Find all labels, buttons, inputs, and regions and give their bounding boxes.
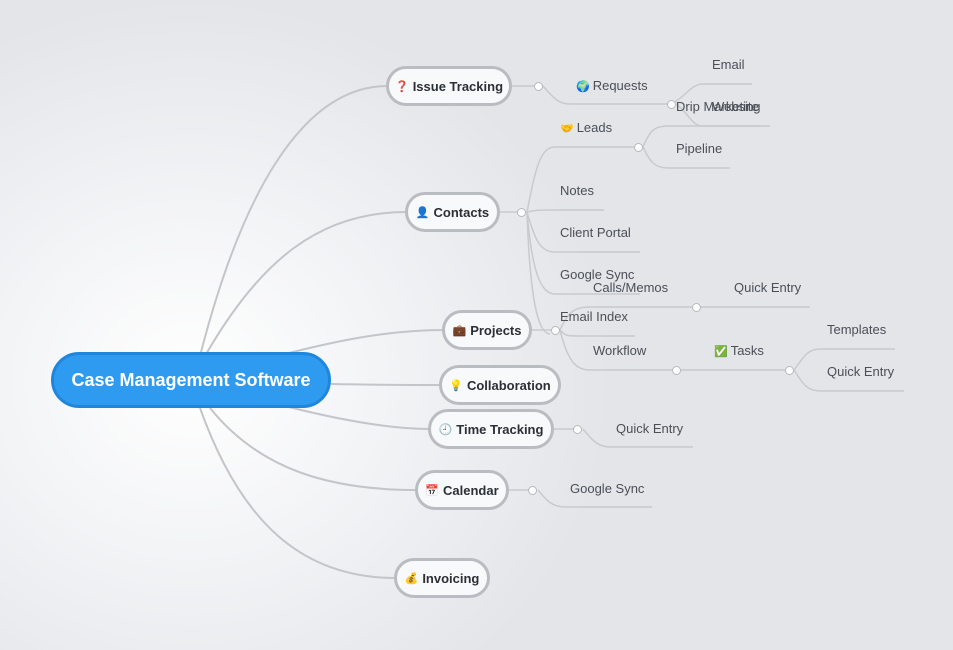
subtopic-google-sync[interactable]: Google Sync [560, 267, 634, 282]
subtopic-label: Templates [827, 322, 887, 337]
subtopic-label: Google Sync [560, 267, 635, 282]
topic-projects[interactable]: 💼 Projects [442, 310, 532, 350]
collapse-knob[interactable] [534, 82, 543, 91]
topic-label: Projects [470, 322, 522, 338]
globe-icon: 🌍 [576, 81, 590, 93]
central-topic-label: Case Management Software [71, 369, 311, 390]
question-icon: ❓ [394, 80, 409, 93]
collapse-knob[interactable] [785, 366, 794, 375]
subtopic-drip-marketing[interactable]: Drip Marketing [676, 99, 761, 114]
subtopic-label: Google Sync [570, 481, 645, 496]
central-topic[interactable]: Case Management Software [51, 352, 331, 408]
calendar-icon: 📅 [425, 484, 440, 497]
topic-issue-tracking[interactable]: ❓ Issue Tracking [386, 66, 512, 106]
topic-label: Time Tracking [456, 421, 544, 437]
check-icon: ✅ [714, 346, 728, 358]
subtopic-website[interactable]: Website [712, 99, 759, 114]
subtopic-google-sync[interactable]: Google Sync [570, 481, 644, 496]
subtopic-pipeline[interactable]: Pipeline [676, 141, 722, 156]
subtopic-label: Website [712, 99, 759, 114]
subtopic-email[interactable]: Email [712, 57, 745, 72]
subtopic-tasks[interactable]: ✅Tasks [714, 343, 764, 358]
money-bag-icon: 💰 [404, 572, 419, 585]
person-icon: 👤 [415, 206, 430, 219]
subtopic-label: Quick Entry [734, 280, 802, 295]
subtopic-label: Drip Marketing [676, 99, 761, 114]
lightbulb-icon: 💡 [449, 379, 463, 392]
subtopic-quick-entry[interactable]: Quick Entry [616, 421, 683, 436]
subtopic-email-index[interactable]: Email Index [560, 309, 628, 324]
subtopic-requests[interactable]: 🌍Requests [576, 78, 648, 93]
collapse-knob[interactable] [528, 486, 537, 495]
collapse-knob[interactable] [634, 143, 643, 152]
subtopic-label: Quick Entry [616, 421, 684, 436]
topic-label: Issue Tracking [412, 78, 504, 94]
collapse-knob[interactable] [573, 425, 582, 434]
subtopic-label: Quick Entry [827, 364, 895, 379]
topic-time-tracking[interactable]: 🕘 Time Tracking [428, 409, 554, 449]
subtopic-label: Email [712, 57, 745, 72]
subtopic-label: Client Portal [560, 225, 631, 240]
topic-contacts[interactable]: 👤 Contacts [405, 192, 500, 232]
collapse-knob[interactable] [667, 100, 676, 109]
collapse-knob[interactable] [692, 303, 701, 312]
collapse-knob[interactable] [551, 326, 560, 335]
subtopic-label: Calls/Memos [593, 280, 669, 295]
subtopic-client-portal[interactable]: Client Portal [560, 225, 631, 240]
topic-collaboration[interactable]: 💡 Collaboration [439, 365, 561, 405]
subtopic-label: Requests [592, 78, 648, 93]
topic-invoicing[interactable]: 💰 Invoicing [394, 558, 490, 598]
subtopic-label: Tasks [730, 343, 764, 358]
collapse-knob[interactable] [672, 366, 681, 375]
subtopic-quick-entry[interactable]: Quick Entry [827, 364, 894, 379]
subtopic-quick-entry[interactable]: Quick Entry [734, 280, 801, 295]
subtopic-label: Workflow [593, 343, 647, 358]
subtopic-calls-memos[interactable]: Calls/Memos [593, 280, 668, 295]
clock-icon: 🕘 [438, 423, 453, 436]
topic-label: Calendar [443, 482, 499, 498]
subtopic-templates[interactable]: Templates [827, 322, 886, 337]
collapse-knob[interactable] [517, 208, 526, 217]
subtopic-label: Notes [560, 183, 594, 198]
subtopic-leads[interactable]: 🤝Leads [560, 120, 612, 135]
subtopic-workflow[interactable]: Workflow [593, 343, 646, 358]
topic-label: Contacts [433, 204, 490, 220]
handshake-icon: 🤝 [560, 123, 574, 135]
topic-calendar[interactable]: 📅 Calendar [415, 470, 509, 510]
subtopic-label: Email Index [560, 309, 628, 324]
topic-label: Collaboration [466, 377, 551, 393]
briefcase-icon: 💼 [452, 324, 467, 337]
topic-label: Invoicing [422, 570, 480, 586]
subtopic-notes[interactable]: Notes [560, 183, 594, 198]
subtopic-label: Leads [576, 120, 613, 135]
subtopic-label: Pipeline [676, 141, 723, 156]
